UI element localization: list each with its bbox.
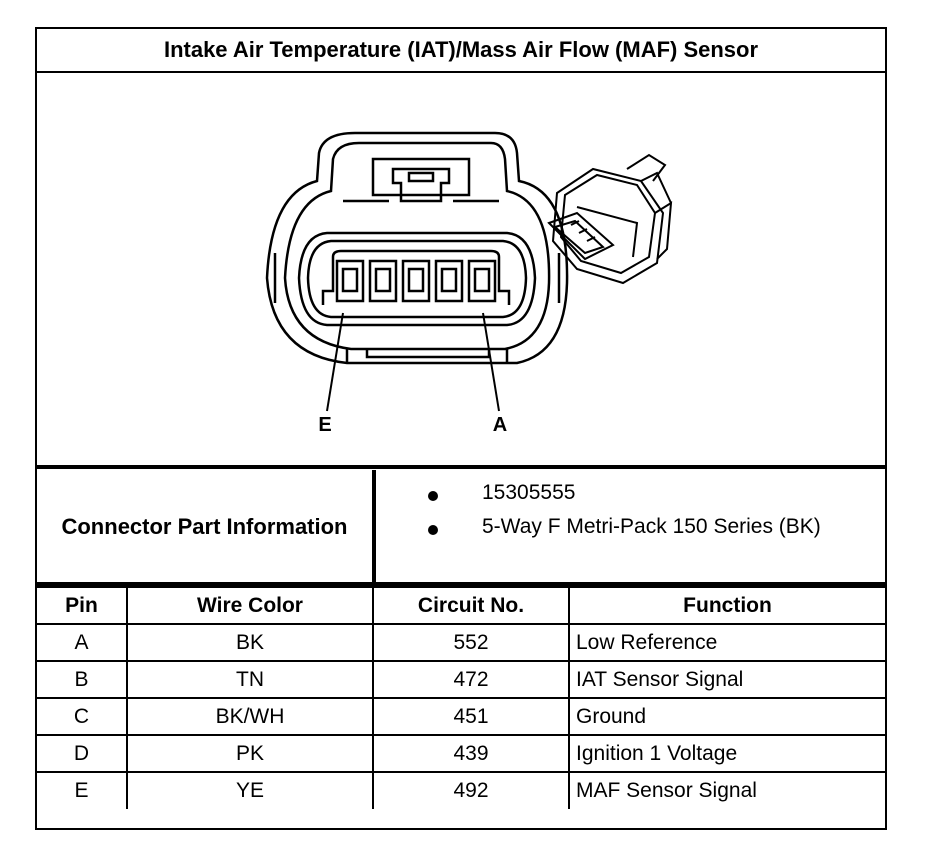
table-row: E YE 492 MAF Sensor Signal [37,771,885,809]
page-title: Intake Air Temperature (IAT)/Mass Air Fl… [37,29,885,73]
pin-label-a: A [493,414,507,436]
part-info-item: 5-Way F Metri-Pack 150 Series (BK) [376,515,885,541]
wire-color-cell: PK [126,734,374,773]
bullet-icon [428,491,438,501]
pin-cell: A [37,623,128,662]
function-cell: Ignition 1 Voltage [568,734,885,773]
function-cell: MAF Sensor Signal [568,771,885,809]
function-cell: IAT Sensor Signal [568,660,885,699]
header-circuit-no: Circuit No. [372,586,570,625]
connector-part-info-label: Connector Part Information [61,514,348,539]
section-divider [37,465,885,469]
connector-diagram: E A [37,73,885,467]
pin-cavity-block [321,249,511,305]
table-row: A BK 552 Low Reference [37,623,885,662]
table-row: C BK/WH 451 Ground [37,697,885,736]
connector-sheet: Intake Air Temperature (IAT)/Mass Air Fl… [35,27,887,830]
header-function: Function [568,586,885,625]
connector-housing [265,131,569,365]
function-cell: Ground [568,697,885,736]
pin-cell: C [37,697,128,736]
pin-cell: E [37,771,128,809]
circuit-cell: 552 [372,623,570,662]
pin-label-e: E [318,414,331,436]
header-wire-color: Wire Color [126,586,374,625]
pin-cavities [335,259,497,303]
pin-table: Pin Wire Color Circuit No. Function A BK… [37,586,885,809]
wire-color-cell: YE [126,771,374,809]
circuit-cell: 451 [372,697,570,736]
pin-table-header: Pin Wire Color Circuit No. Function [37,586,885,625]
section-divider [37,582,885,586]
wire-color-cell: BK/WH [126,697,374,736]
circuit-cell: 439 [372,734,570,773]
pin-cell: D [37,734,128,773]
table-row: B TN 472 IAT Sensor Signal [37,660,885,699]
connector-series: 5-Way F Metri-Pack 150 Series (BK) [482,515,821,538]
connector-part-info-list: 15305555 5-Way F Metri-Pack 150 Series (… [376,470,885,584]
header-pin: Pin [37,586,128,625]
part-info-divider [372,470,376,584]
part-number: 15305555 [482,481,576,504]
connector-face-drawing: E A [265,131,673,436]
part-info-item: 15305555 [376,481,885,507]
wire-color-cell: TN [126,660,374,699]
table-row: D PK 439 Ignition 1 Voltage [37,734,885,773]
function-cell: Low Reference [568,623,885,662]
pin-leader-lines [326,312,500,412]
circuit-cell: 472 [372,660,570,699]
pin-cell: B [37,660,128,699]
wire-color-cell: BK [126,623,374,662]
connector-3d-view [547,153,673,285]
circuit-cell: 492 [372,771,570,809]
bullet-icon [428,525,438,535]
